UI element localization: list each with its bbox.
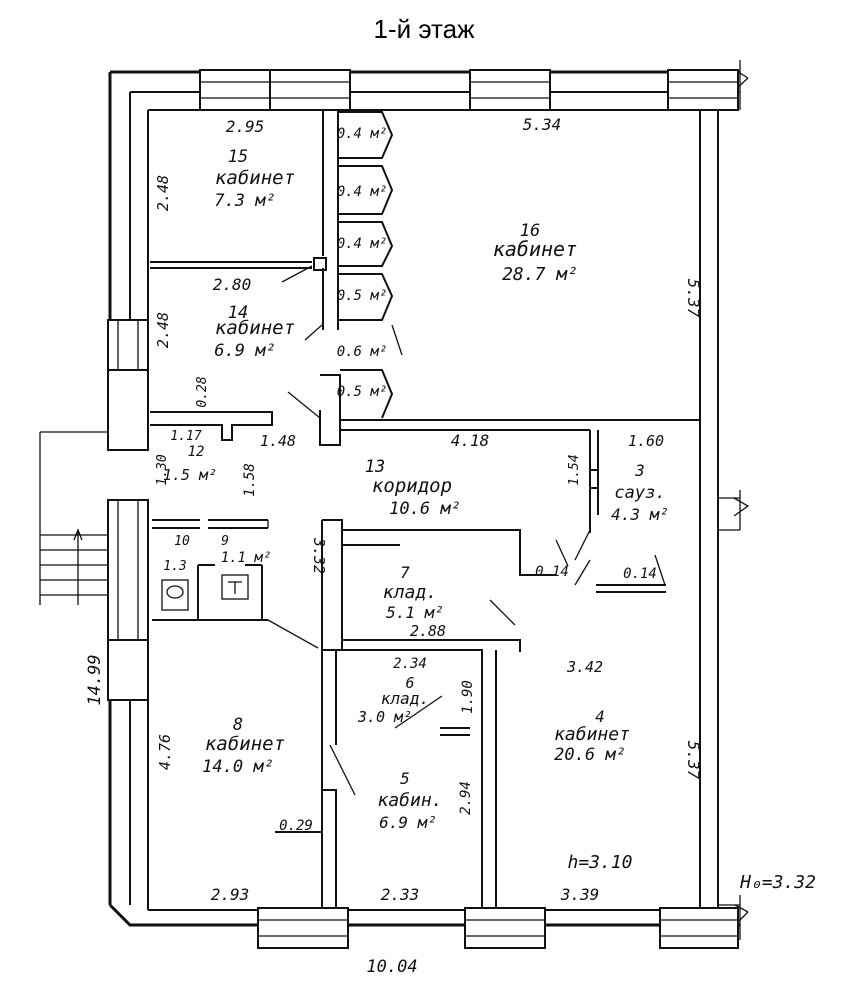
room-13-name: коридор: [372, 475, 452, 497]
room-6-number: 6: [405, 674, 414, 692]
dim-1-90: 1.90: [460, 680, 476, 714]
room-13-area: 10.6 м²: [389, 499, 461, 519]
room-5-name: кабин.: [377, 790, 442, 811]
dim-2-88: 2.88: [410, 622, 446, 640]
room-13-number: 13: [365, 457, 385, 477]
room-5-area: 6.9 м²: [379, 813, 437, 832]
room-16-number: 16: [520, 221, 540, 241]
dimensions: 2.95 5.34 2.48 2.80 2.48 5.37 0.28 1.17 …: [85, 115, 816, 977]
locker-area-2: 0.4 м²: [337, 184, 388, 200]
room-7: 7 клад. 5.1 м²: [383, 563, 444, 622]
dim-5-34: 5.34: [523, 115, 562, 134]
room-14-number: 14: [228, 303, 248, 323]
door-swings: [267, 265, 666, 796]
room-9-number: 9: [221, 534, 229, 549]
room-14-name: кабинет: [215, 317, 295, 339]
room-6-name: клад.: [381, 689, 429, 708]
dim-3-32: 3.32: [310, 537, 328, 574]
locker-areas: 0.4 м² 0.4 м² 0.4 м² 0.5 м² 0.6 м² 0.5 м…: [337, 126, 388, 400]
dim-0-14-right: 0.14: [623, 566, 657, 582]
dim-3-42: 3.42: [566, 658, 603, 676]
room-5-number: 5: [400, 769, 410, 788]
dim-1-48: 1.48: [260, 432, 296, 450]
room-12-area: 1.5 м²: [163, 466, 217, 484]
page-title: 1-й этаж: [373, 14, 475, 44]
room-11-area: 1.1 м²: [221, 550, 272, 566]
room-7-number: 7: [400, 563, 410, 582]
room-7-name: клад.: [383, 582, 437, 603]
room-15-number: 15: [228, 147, 248, 167]
room-5: 5 кабин. 6.9 м²: [377, 769, 442, 832]
dim-1-17: 1.17: [170, 429, 201, 444]
room-14: 14 кабинет 6.9 м²: [214, 303, 295, 361]
room-3-number: 3: [634, 461, 645, 480]
dim-0-29: 0.29: [279, 818, 313, 834]
room-11: 1.1 м²: [221, 550, 272, 566]
dim-5-37-top: 5.37: [684, 279, 703, 318]
dim-2-95: 2.95: [226, 117, 265, 136]
dim-2-48-bottom: 2.48: [154, 312, 172, 348]
locker-area-3: 0.4 м²: [337, 236, 388, 252]
interior-walls: [150, 110, 700, 908]
dim-2-33: 2.33: [381, 885, 420, 904]
room-4-area: 20.6 м²: [554, 745, 626, 765]
dim-1-58: 1.58: [242, 463, 258, 497]
room-8: 8 кабинет 14.0 м²: [202, 715, 285, 777]
dim-2-48-top: 2.48: [154, 175, 172, 211]
room-3-name: сауз.: [614, 483, 665, 503]
locker-closets: [338, 111, 394, 419]
dim-4-18: 4.18: [451, 431, 490, 450]
dim-0-28: 0.28: [195, 376, 210, 407]
room-3: 3 сауз. 4.3 м²: [611, 461, 669, 524]
windows: [107, 69, 739, 949]
room-10-number: 10: [174, 534, 190, 549]
entrance-stairs: [39, 431, 108, 605]
dim-10-04: 10.04: [366, 957, 417, 977]
dim-1-60: 1.60: [628, 432, 664, 450]
dim-3-39: 3.39: [560, 885, 600, 904]
dim-2-94: 2.94: [458, 781, 474, 815]
room-16-name: кабинет: [493, 237, 577, 261]
room-13: 13 коридор 10.6 м²: [365, 457, 461, 519]
dim-0-14-left: 0.14: [535, 564, 569, 580]
room-6-area: 3.0 м²: [357, 708, 412, 726]
dim-5-37-bottom: 5.37: [684, 741, 703, 780]
room-12: 12 1.5 м²: [163, 444, 217, 484]
room-8-number: 8: [233, 715, 243, 735]
room-4-name: кабинет: [554, 724, 630, 745]
room-8-name: кабинет: [205, 733, 285, 755]
locker-area-6: 0.5 м²: [337, 384, 388, 400]
locker-area-4: 0.5 м²: [337, 288, 388, 304]
room-15: 15 кабинет 7.3 м²: [214, 147, 295, 211]
room-12-number: 12: [188, 444, 205, 460]
dim-2-93: 2.93: [211, 885, 250, 904]
dim-2-80: 2.80: [213, 275, 252, 294]
dim-2-34: 2.34: [393, 656, 427, 672]
room-10-area: 1.3: [163, 559, 186, 574]
room-9: 9: [221, 534, 229, 549]
room-15-name: кабинет: [215, 167, 295, 189]
dim-4-76: 4.76: [156, 734, 174, 770]
room-7-area: 5.1 м²: [386, 603, 444, 622]
room-14-area: 6.9 м²: [214, 341, 275, 361]
dim-1-30: 1.30: [155, 454, 170, 485]
room-4: 4 кабинет 20.6 м²: [554, 707, 630, 765]
room-6: 6 клад. 3.0 м²: [357, 674, 429, 726]
total-height: H₀=3.32: [739, 872, 816, 893]
room-15-area: 7.3 м²: [214, 191, 275, 211]
room-16-area: 28.7 м²: [502, 264, 578, 285]
dim-14-99: 14.99: [85, 654, 105, 705]
room-16: 16 кабинет 28.7 м²: [493, 221, 578, 285]
room-4-number: 4: [595, 707, 605, 726]
room-8-area: 14.0 м²: [202, 757, 274, 777]
dim-1-54: 1.54: [567, 454, 582, 485]
locker-area-1: 0.4 м²: [337, 126, 388, 142]
room-3-area: 4.3 м²: [611, 505, 669, 524]
room-height: h=3.10: [567, 852, 632, 873]
room-10: 10 1.3: [163, 534, 190, 574]
locker-area-5: 0.6 м²: [337, 344, 388, 360]
